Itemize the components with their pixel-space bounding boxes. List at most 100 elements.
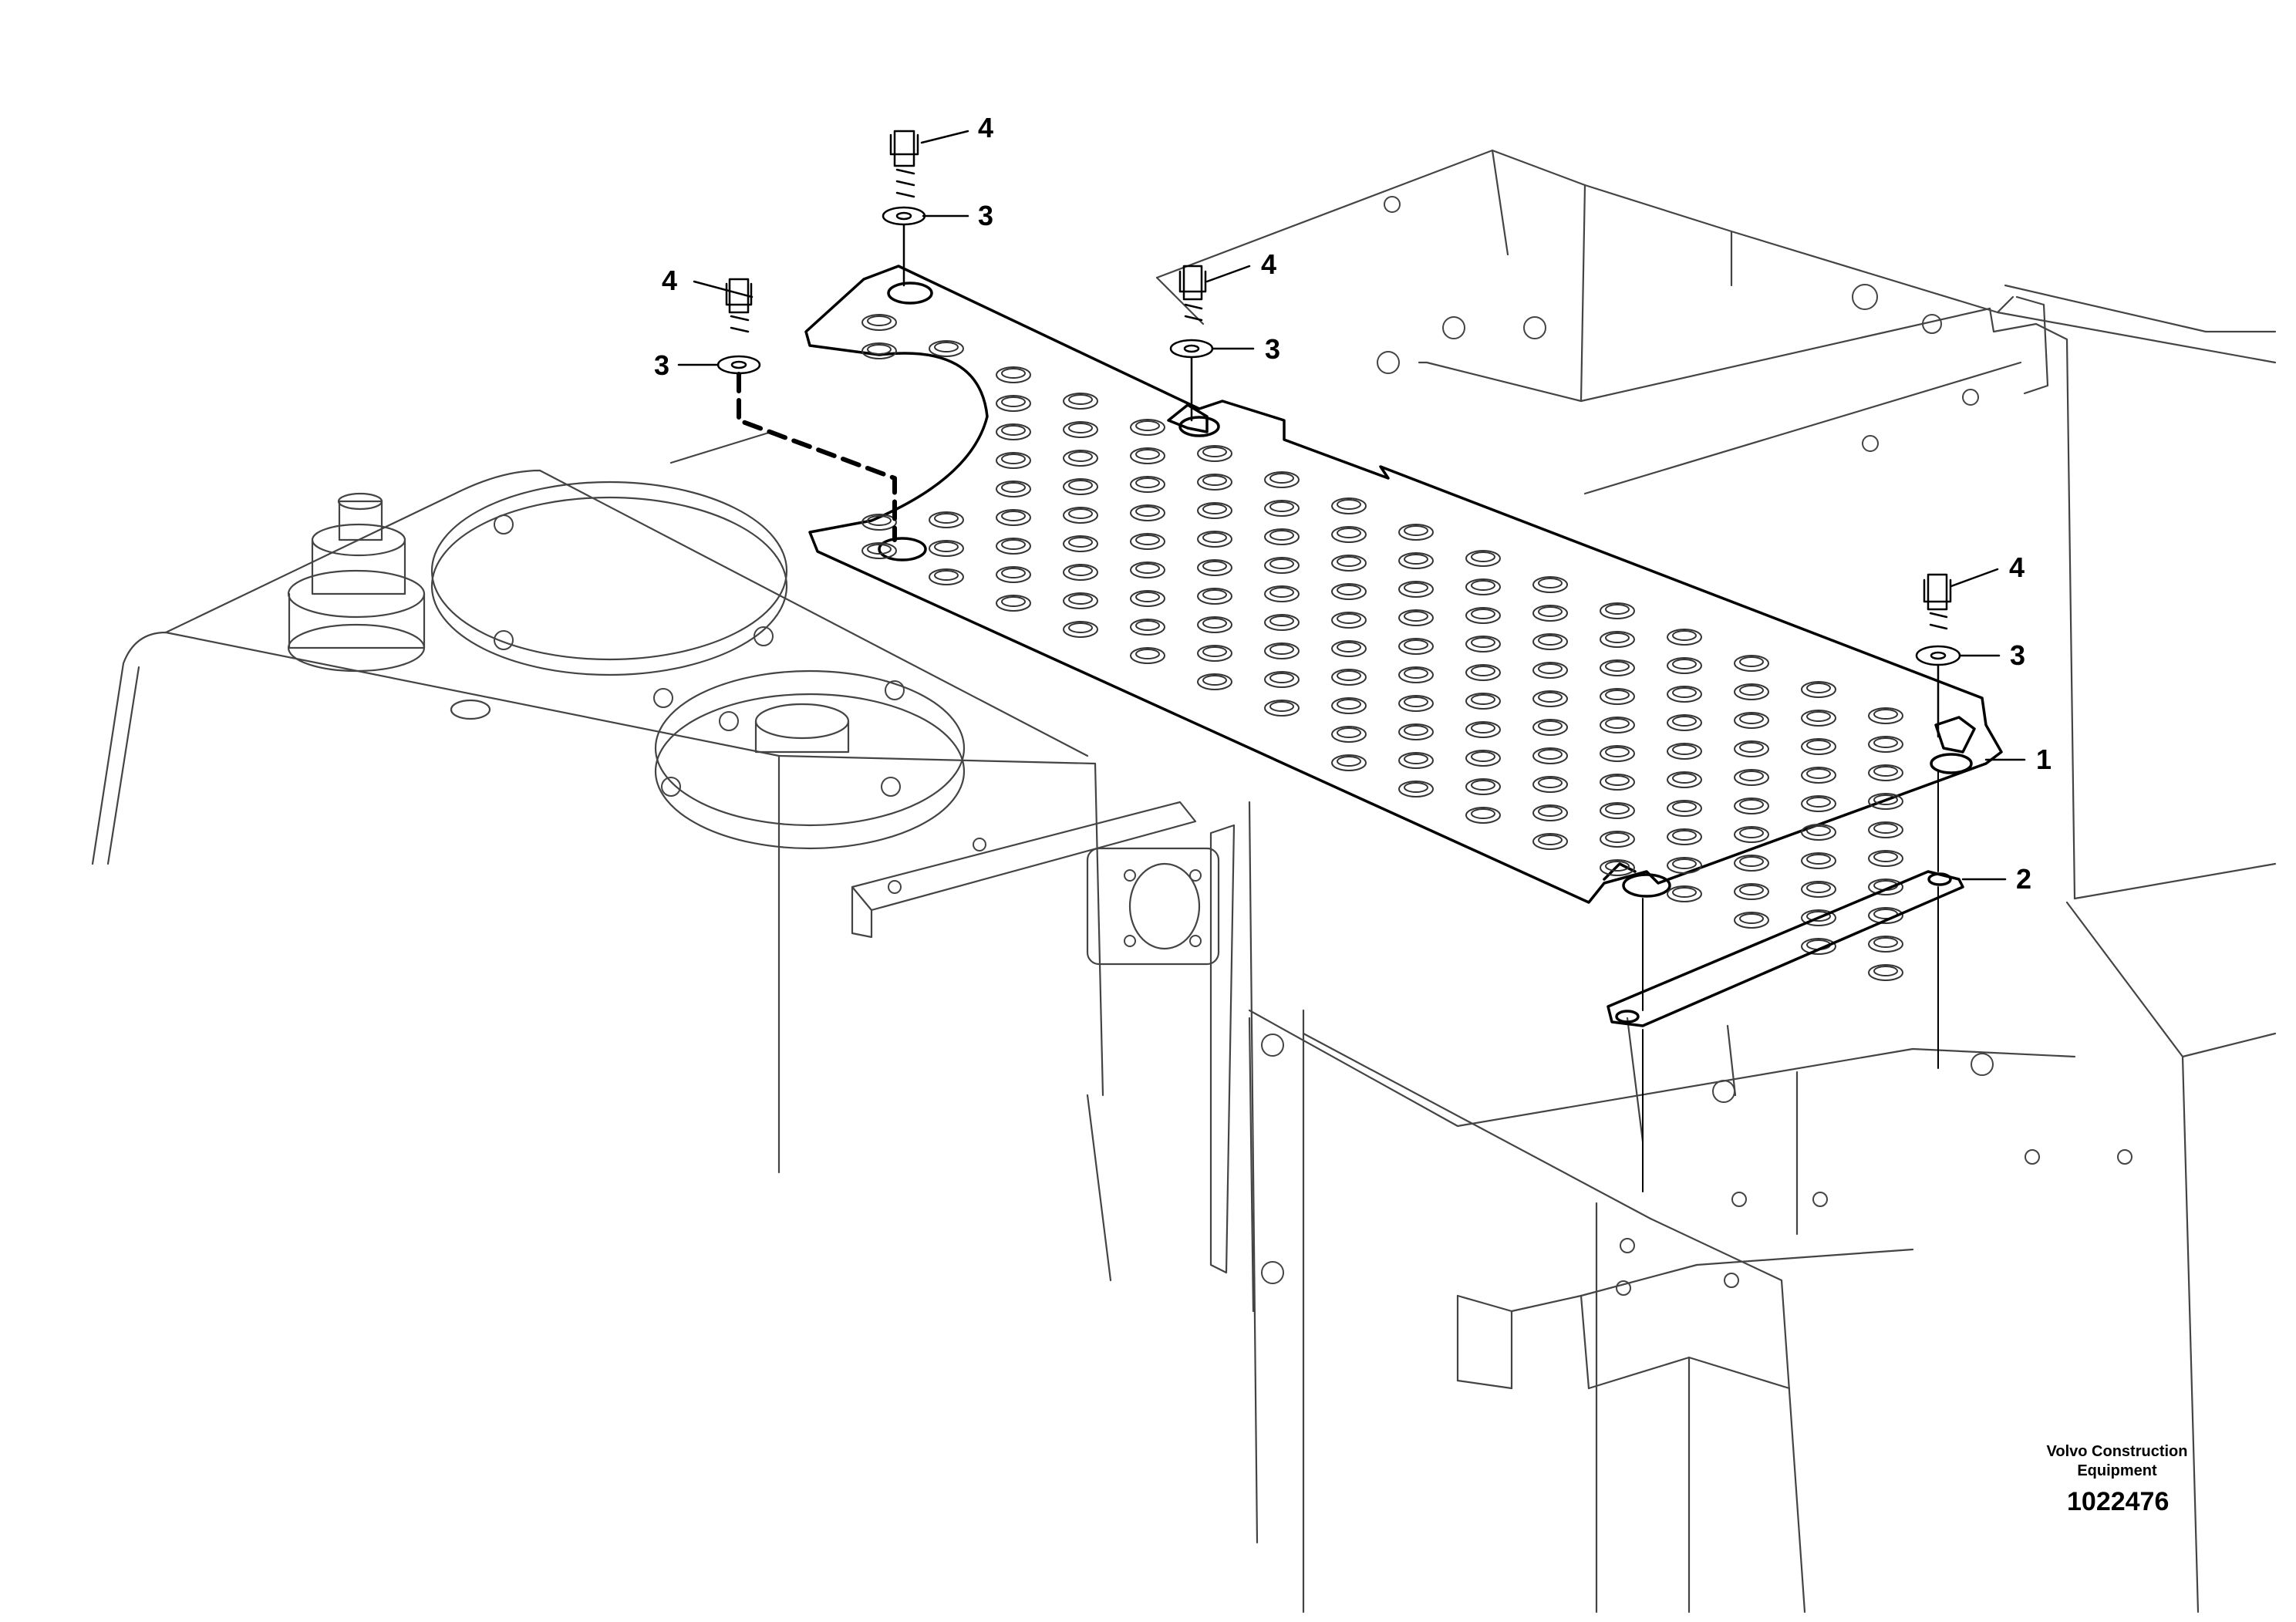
perforation-hole — [1734, 855, 1769, 872]
perforation-hole — [1667, 629, 1702, 646]
perforation-hole-inner — [1202, 589, 1227, 600]
perforation-hole — [1801, 767, 1836, 784]
perforation-hole-inner — [1538, 606, 1563, 617]
perforation-hole-inner — [1001, 368, 1026, 379]
perforation-hole — [1734, 826, 1769, 843]
perforation-hole-inner — [1135, 563, 1160, 574]
perforation-hole — [996, 481, 1031, 497]
perforation-hole — [1600, 859, 1635, 876]
perforation-hole — [1465, 693, 1501, 710]
perforation-hole — [1465, 636, 1501, 653]
perforation-hole — [1734, 798, 1769, 814]
perforation-hole-inner — [1672, 858, 1697, 869]
perforation-hole-inner — [1739, 828, 1764, 838]
perforation-hole-inner — [934, 570, 959, 581]
perforation-hole-inner — [1806, 683, 1831, 693]
perforation-hole — [1130, 590, 1165, 607]
perforation-hole-inner — [1269, 587, 1294, 598]
perforation-hole-inner — [1739, 856, 1764, 867]
perforation-hole — [1600, 688, 1635, 705]
callout-4-right: 4 — [2009, 551, 2025, 583]
perforation-hole — [1868, 936, 1903, 953]
perforation-hole-inner — [1404, 696, 1428, 707]
perforation-hole-inner — [1471, 666, 1495, 676]
bolt-washer-set-top — [882, 130, 926, 287]
perforation-hole-inner — [1538, 720, 1563, 731]
perforation-hole-inner — [1202, 475, 1227, 486]
perforation-hole-inner — [1873, 766, 1898, 777]
perforation-hole-inner — [1605, 632, 1630, 643]
perforation-hole-inner — [1806, 768, 1831, 779]
perforation-hole — [1801, 710, 1836, 727]
perforation-hole-inner — [1135, 534, 1160, 545]
perforation-hole — [929, 568, 964, 585]
callout-4-left: 4 — [662, 265, 678, 296]
perforation-hole — [929, 511, 964, 528]
perforation-hole — [1331, 526, 1367, 543]
perforation-hole — [1063, 621, 1098, 638]
perforation-hole — [1130, 619, 1165, 636]
perforation-hole — [1398, 666, 1434, 683]
perforation-hole — [1801, 681, 1836, 698]
perforation-hole — [1532, 662, 1568, 679]
perforation-hole — [996, 566, 1031, 583]
perforation-hole — [1801, 909, 1836, 926]
perforation-hole — [1465, 578, 1501, 595]
perforation-hole-inner — [1873, 823, 1898, 834]
perforation-hole — [1197, 502, 1232, 519]
perforation-hole-inner — [1672, 773, 1697, 784]
perforation-hole-inner — [1337, 499, 1361, 510]
perforation-hole — [1398, 781, 1434, 798]
perforation-hole — [1600, 602, 1635, 619]
perforation-hole-inner — [1068, 594, 1093, 605]
perforation-hole-inner — [1605, 604, 1630, 615]
perforation-hole-inner — [1605, 661, 1630, 672]
perforation-hole — [1465, 550, 1501, 567]
perforation-hole — [1264, 471, 1300, 488]
perforation-hole — [1197, 559, 1232, 576]
perforation-hole-inner — [1135, 620, 1160, 631]
bolt-washer-set-right — [1915, 573, 1961, 738]
perforation-hole-inner — [1739, 713, 1764, 724]
perforation-hole-inner — [1672, 716, 1697, 727]
perforation-hole — [1667, 771, 1702, 788]
perforation-hole-inner — [1404, 639, 1428, 650]
perforation-hole — [1063, 507, 1098, 524]
perforation-hole — [1264, 614, 1300, 631]
perforation-hole-inner — [1739, 742, 1764, 753]
perforation-hole — [1532, 633, 1568, 650]
perforation-hole-inner — [1538, 578, 1563, 588]
perforation-hole-inner — [1739, 913, 1764, 924]
perforation-hole-inner — [934, 342, 959, 352]
perforation-hole — [996, 395, 1031, 412]
perforation-hole-inner — [1202, 675, 1227, 686]
perforation-hole — [1734, 912, 1769, 929]
perforation-hole — [861, 314, 897, 331]
perforation-hole — [1868, 964, 1903, 981]
perforation-hole-inner — [1068, 508, 1093, 519]
perforation-hole — [1532, 776, 1568, 793]
perforation-hole-inner — [1068, 423, 1093, 433]
perforation-hole — [1868, 707, 1903, 724]
perforation-hole — [1063, 421, 1098, 438]
leader-lines — [677, 130, 2026, 881]
perforation-hole-inner — [1471, 580, 1495, 591]
perforation-hole-inner — [1404, 668, 1428, 679]
perforation-hole — [861, 542, 897, 559]
perforation-hole — [1868, 736, 1903, 753]
perforation-hole — [1667, 743, 1702, 760]
perforation-hole — [1264, 557, 1300, 574]
perforation-hole-inner — [1001, 454, 1026, 464]
perforation-hole — [1600, 745, 1635, 762]
perforation-hole-inner — [1806, 854, 1831, 865]
perforation-hole-inner — [1068, 480, 1093, 491]
perforation-hole — [1197, 531, 1232, 548]
perforation-hole-inner — [1269, 701, 1294, 712]
perforation-hole — [1331, 612, 1367, 629]
perforation-hole-inner — [1538, 635, 1563, 646]
perforation-hole — [1331, 697, 1367, 714]
perforation-hole — [1398, 581, 1434, 598]
perforation-hole-inner — [1538, 749, 1563, 760]
perforation-hole-inner — [1471, 551, 1495, 562]
perforation-hole — [1398, 638, 1434, 655]
